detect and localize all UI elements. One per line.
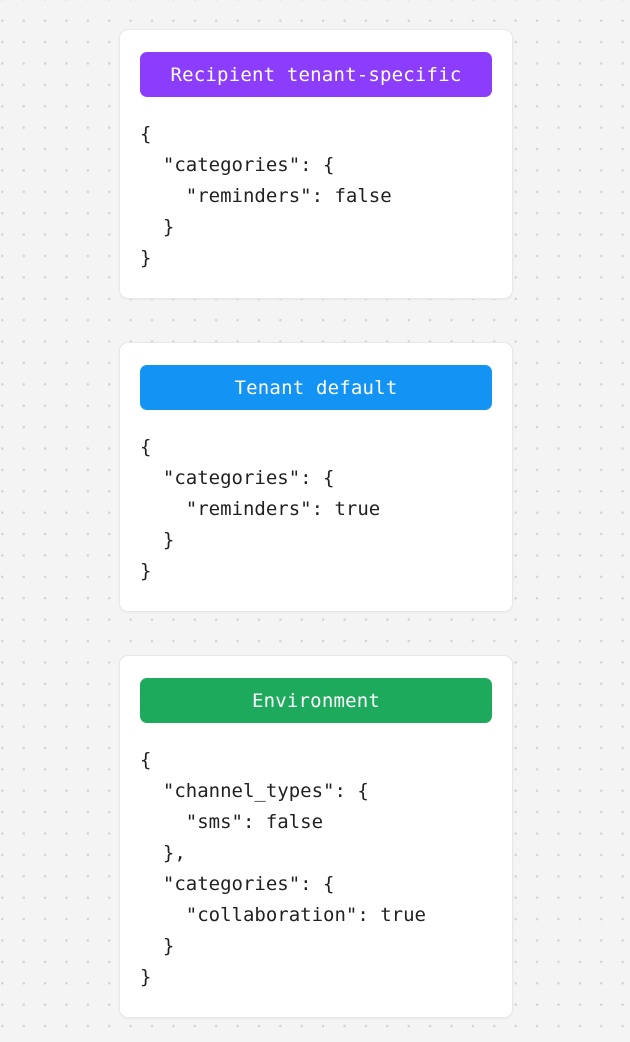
card-recipient-tenant-specific: Recipient tenant-specific { "categories"… [119, 29, 513, 299]
preference-cards-stack: Recipient tenant-specific { "categories"… [119, 29, 513, 1018]
card-environment: Environment { "channel_types": { "sms": … [119, 655, 513, 1018]
card-code-environment: { "channel_types": { "sms": false }, "ca… [140, 749, 426, 988]
card-header-environment: Environment [140, 678, 492, 723]
card-tenant-default: Tenant default { "categories": { "remind… [119, 342, 513, 612]
card-header-tenant-default: Tenant default [140, 365, 492, 410]
card-header-recipient-tenant-specific: Recipient tenant-specific [140, 52, 492, 97]
card-code-tenant-default: { "categories": { "reminders": true } } [140, 436, 381, 582]
card-code-recipient-tenant-specific: { "categories": { "reminders": false } } [140, 123, 392, 269]
